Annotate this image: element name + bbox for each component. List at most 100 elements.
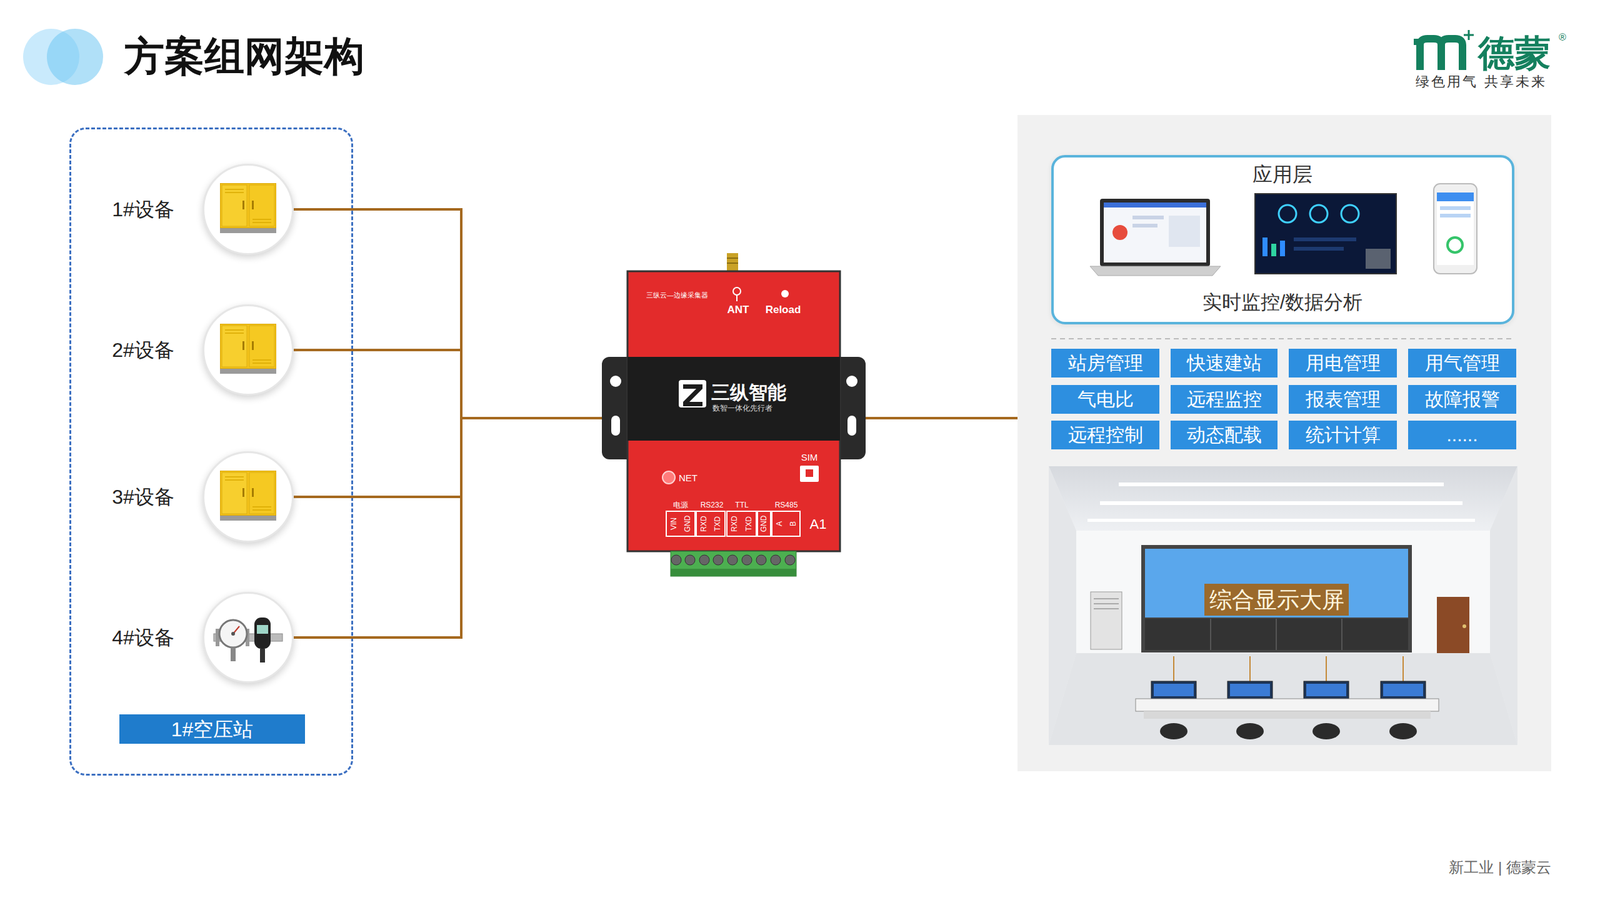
feature-button: 远程控制 [1051, 420, 1160, 450]
gateway-body [770, 555, 781, 565]
pin-label: TXD [745, 516, 753, 532]
button-label: Reload [765, 304, 802, 315]
pin-label: RXD [730, 515, 739, 532]
feature-button: 故障报警 [1408, 385, 1517, 414]
wire-connector [293, 418, 602, 497]
feature-button: 快速建站 [1170, 348, 1278, 378]
device-circle: 1#设备 [202, 163, 294, 255]
gateway-body [726, 511, 757, 537]
port-label: RS485 [775, 501, 799, 509]
device-label: 1#设备 [105, 196, 181, 222]
registered-mark: ® [1558, 32, 1567, 43]
feature-button: ...... [1408, 420, 1517, 450]
app-layer-box: 应用层实时监控/数据分析 [1051, 155, 1515, 325]
gateway-body [610, 375, 622, 387]
wire-connector [293, 209, 602, 419]
device-model: 三纵云—边缘采集器 [646, 291, 709, 299]
feature-label: 报表管理 [1288, 385, 1397, 414]
feature-button: 报表管理 [1288, 385, 1397, 414]
device-label: 3#设备 [105, 484, 181, 510]
pin-label: TXD [713, 516, 722, 532]
port-label: 电源 [673, 501, 689, 509]
port-label: TTL [735, 501, 749, 509]
feature-label: 用电管理 [1288, 348, 1397, 378]
pin-label: GND [760, 515, 768, 533]
gateway-body [781, 290, 789, 298]
brand-name: 三纵智能 [711, 381, 799, 404]
brand-slogan: 数智一体化先行者 [712, 403, 788, 414]
feature-label: 动态配载 [1170, 420, 1278, 450]
brand-mark [1463, 34, 1474, 37]
gateway-body [678, 380, 707, 408]
led-label: NET [678, 473, 698, 483]
feature-label: 统计计算 [1288, 420, 1397, 450]
footer-note: 新工业 | 德蒙云 [1448, 860, 1552, 875]
page-title: 方案组网架构 [124, 36, 365, 77]
gateway-body [800, 465, 819, 482]
brand-mark [1413, 30, 1474, 70]
feature-label: 远程控制 [1051, 420, 1160, 450]
sim-label: SIM [801, 452, 819, 462]
pin-label: A [775, 521, 784, 527]
wire-connector [293, 418, 602, 638]
layer-title: 应用层 [1220, 161, 1345, 187]
feature-button: 统计计算 [1288, 420, 1397, 450]
title-logo [23, 28, 104, 85]
wire-connector [865, 416, 1018, 420]
gateway-body [733, 287, 741, 295]
gateway-body [685, 555, 695, 565]
feature-label: 快速建站 [1170, 348, 1278, 378]
device-circle: 2#设备 [202, 304, 294, 396]
antenna-label: ANT [727, 304, 750, 315]
gateway-body [756, 555, 767, 565]
device-circle: 3#设备 [202, 451, 294, 543]
gateway-body [757, 511, 771, 537]
wire-connector [293, 350, 602, 419]
gateway-body [805, 469, 814, 477]
station-group: 1#空压站 1#设备 2#设备 3#设备 4#设备 [69, 127, 354, 776]
gateway-body [726, 257, 739, 259]
gateway-body [727, 555, 738, 565]
gateway-body [741, 555, 752, 565]
gateway-body [696, 511, 725, 537]
feature-button: 用气管理 [1408, 348, 1517, 378]
pin-label: GND [683, 515, 692, 533]
feature-label: 气电比 [1051, 385, 1160, 414]
gateway-body [846, 375, 858, 387]
gateway-body [627, 271, 840, 552]
gateway-body [771, 511, 800, 537]
gateway-body [726, 253, 739, 272]
device-label: 2#设备 [105, 337, 181, 363]
feature-button: 站房管理 [1051, 348, 1160, 378]
gateway-body [601, 356, 640, 460]
display-wall: 综合显示大屏 [1145, 548, 1409, 618]
gateway-body [662, 471, 675, 484]
feature-label: 故障报警 [1408, 385, 1517, 414]
pin-label: B [789, 521, 797, 527]
brand-mark [1420, 38, 1463, 70]
feature-button: 远程监控 [1170, 385, 1278, 414]
gateway-body [666, 511, 695, 537]
feature-button: 气电比 [1051, 385, 1160, 414]
brand-name: 德蒙 [1478, 35, 1551, 72]
pin-label: RXD [700, 515, 708, 532]
brand-mark [1468, 30, 1470, 40]
brand-tagline: 绿色用气 共享未来 [1415, 75, 1547, 89]
feature-button: 动态配载 [1170, 420, 1278, 450]
gateway-body [601, 253, 866, 577]
gateway-body [736, 295, 738, 302]
gateway-body [713, 555, 724, 565]
feature-label: 用气管理 [1408, 348, 1517, 378]
gateway-body [699, 555, 710, 565]
model-code: A1 [810, 517, 827, 532]
feature-label: 远程监控 [1170, 385, 1278, 414]
gateway-body [847, 415, 857, 436]
device-label: 4#设备 [105, 625, 181, 650]
gateway-body [670, 568, 797, 577]
device-circle: 4#设备 [202, 591, 294, 684]
gateway-body [785, 555, 795, 565]
station-band: 1#空压站 [119, 714, 305, 744]
title-logo [23, 28, 80, 85]
layer-caption: 实时监控/数据分析 [1157, 288, 1408, 315]
